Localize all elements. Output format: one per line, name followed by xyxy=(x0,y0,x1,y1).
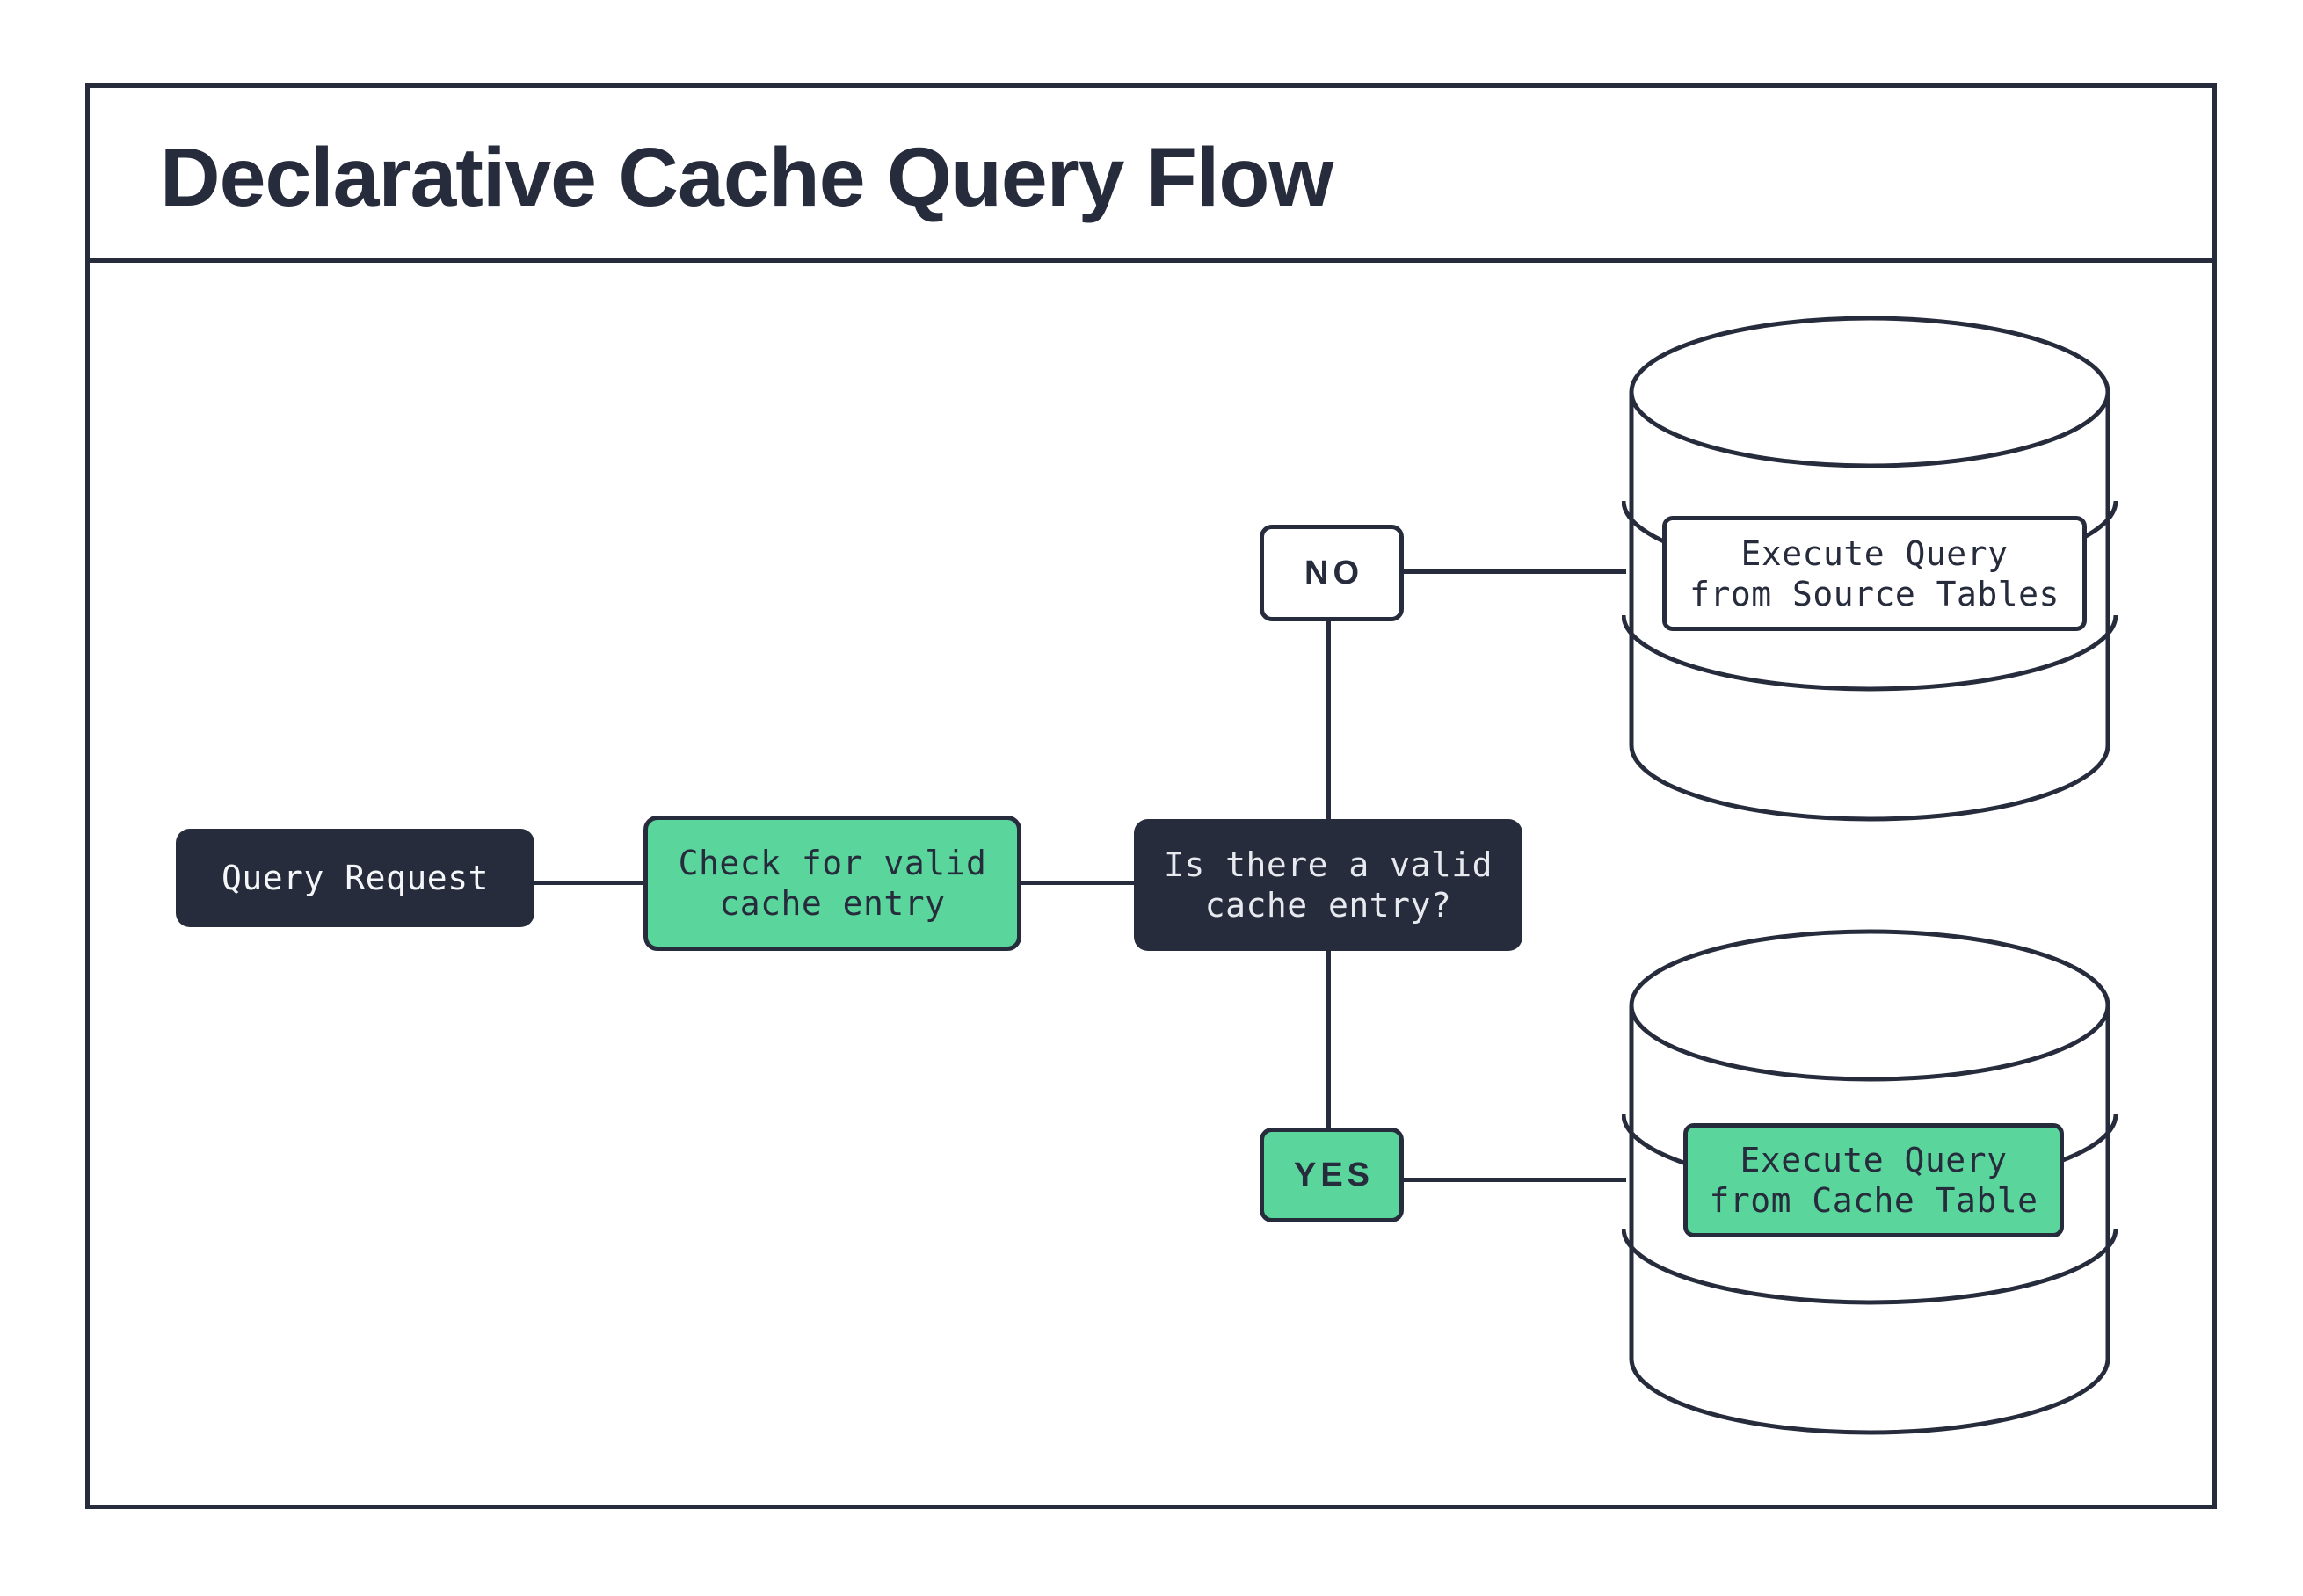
node-query-request: Query Request xyxy=(176,829,534,927)
connector-decision-to-no xyxy=(1326,620,1331,821)
node-decision-line1: Is there a valid xyxy=(1163,845,1493,884)
title-divider xyxy=(85,258,2217,263)
node-decision-valid-cache: Is there a valid cache entry? xyxy=(1134,819,1522,951)
connector-decision-to-yes xyxy=(1326,949,1331,1129)
node-check-cache: Check for valid cache entry xyxy=(643,816,1021,951)
branch-label-no-text: NO xyxy=(1304,555,1363,591)
node-execute-cache: Execute Query from Cache Table xyxy=(1683,1123,2064,1237)
cache-database-cylinder-icon xyxy=(1622,929,2118,1435)
page-title: Declarative Cache Query Flow xyxy=(160,131,1333,224)
node-execute-source-line2: from Source Tables xyxy=(1689,574,2060,613)
connector-check-to-decision xyxy=(1020,881,1136,885)
source-database-cylinder-icon xyxy=(1622,316,2118,822)
node-decision-line2: cache entry? xyxy=(1204,886,1452,925)
node-execute-source-line1: Execute Query xyxy=(1740,533,2009,573)
branch-label-no: NO xyxy=(1260,525,1404,621)
node-check-cache-line1: Check for valid xyxy=(678,844,987,882)
branch-label-yes: YES xyxy=(1260,1128,1404,1222)
connector-no-to-source-db xyxy=(1402,569,1626,574)
node-execute-cache-line1: Execute Query xyxy=(1740,1141,2008,1179)
branch-label-yes-text: YES xyxy=(1293,1157,1375,1193)
connector-yes-to-cache-db xyxy=(1402,1178,1626,1182)
node-query-request-label: Query Request xyxy=(222,859,489,897)
node-execute-source: Execute Query from Source Tables xyxy=(1662,516,2087,631)
node-check-cache-line2: cache entry xyxy=(719,884,946,923)
node-execute-cache-line2: from Cache Table xyxy=(1709,1181,2038,1220)
connector-query-to-check xyxy=(533,881,645,885)
